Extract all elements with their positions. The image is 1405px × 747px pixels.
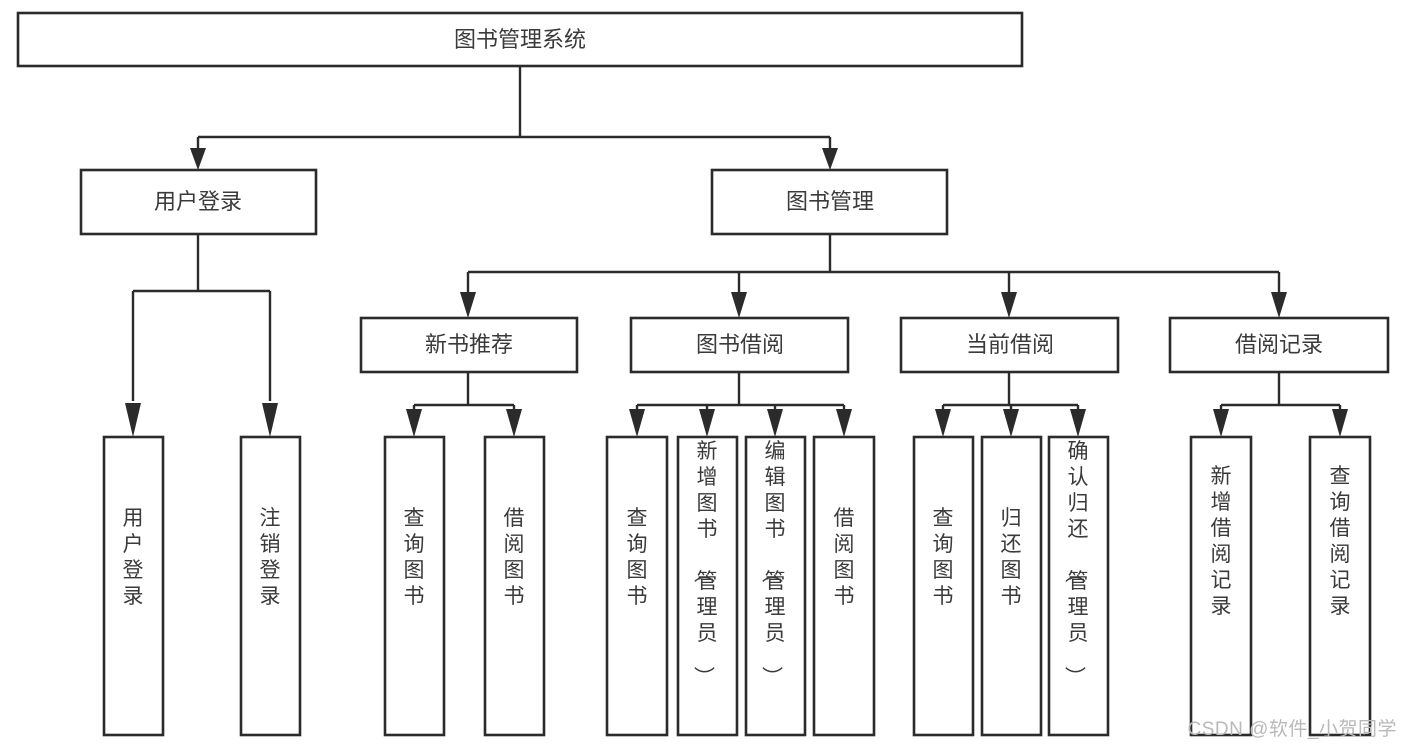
node-new-book-recommend-box[interactable] [359,316,579,374]
node-leaf-query-record-box[interactable] [1308,435,1372,737]
node-leaf-query-record-label: 查询借阅记录 [1330,465,1351,618]
node-leaf-return-book[interactable]: 归还图书 [980,435,1043,737]
node-leaf-query-book-2[interactable]: 查询图书 [605,435,669,737]
arrow-head-leaf-add-book [699,409,715,437]
node-book-manage[interactable]: 图书管理 [710,168,949,236]
node-leaf-confirm-return[interactable]: 确认归还（管理员） [1047,435,1110,737]
node-user-login[interactable]: 用户登录 [79,168,318,236]
node-leaf-logout-box[interactable] [239,435,302,737]
node-root-label: 图书管理系统 [454,27,586,52]
arrow-head-leaf-query-book-2 [629,409,645,437]
node-leaf-query-book-3-label: 查询图书 [933,507,954,608]
arrow-head-leaf-edit-book [767,409,783,437]
node-current-borrow-label: 当前借阅 [966,332,1054,357]
node-user-login-label: 用户登录 [154,189,242,214]
node-leaf-borrow-book-1[interactable]: 借阅图书 [483,435,546,737]
node-leaf-add-record-label: 新增借阅记录 [1211,465,1232,618]
node-leaf-query-book-2-label: 查询图书 [627,507,648,608]
node-leaf-return-book-box[interactable] [980,435,1043,737]
node-leaf-query-book-3-box[interactable] [912,435,975,737]
node-new-book-recommend[interactable]: 新书推荐 [359,316,579,374]
arrow-head-leaf-borrow-book-2 [836,409,852,437]
node-leaf-add-record[interactable]: 新增借阅记录 [1189,435,1253,737]
node-leaf-query-book-3[interactable]: 查询图书 [912,435,975,737]
connector-layer [125,66,1348,437]
node-leaf-edit-book[interactable]: 编辑图书（管理员） [744,435,807,737]
node-current-borrow-box[interactable] [899,316,1120,374]
arrow-head-borrow-record [1271,292,1287,318]
csdn-watermark: CSDN @软件_小贺同学 [1187,719,1397,740]
node-leaf-borrow-book-1-box[interactable] [483,435,546,737]
node-leaf-add-book[interactable]: 新增图书（管理员） [676,435,739,737]
node-leaf-user-login[interactable]: 用户登录 [102,435,165,737]
node-leaf-query-book-1-box[interactable] [383,435,446,737]
arrow-head-leaf-confirm-return [1070,409,1086,437]
node-leaf-query-record[interactable]: 查询借阅记录 [1308,435,1372,737]
node-book-borrow[interactable]: 图书借阅 [629,316,850,374]
node-leaf-return-book-label: 归还图书 [1001,507,1022,608]
node-leaf-borrow-book-2[interactable]: 借阅图书 [812,435,876,737]
node-leaf-confirm-return-label: 确认归还（管理员） [1063,440,1089,687]
node-leaf-query-book-2-box[interactable] [605,435,669,737]
arrow-head-leaf-borrow-book-1 [506,409,522,437]
arrow-head-leaf-query-book-3 [935,409,951,437]
node-book-borrow-box[interactable] [629,316,850,374]
arrow-head-book-manage [822,148,838,170]
arrow-head-leaf-query-book-1 [406,409,422,437]
node-borrow-record-label: 借阅记录 [1235,332,1323,357]
node-leaf-query-book-1[interactable]: 查询图书 [383,435,446,737]
node-leaf-borrow-book-2-box[interactable] [812,435,876,737]
arrow-head-leaf-return-book [1003,409,1019,437]
node-book-manage-label: 图书管理 [786,189,874,214]
node-leaf-logout-label: 注销登录 [260,507,281,608]
arrow-head-leaf-logout [262,403,278,437]
node-borrow-record-box[interactable] [1168,316,1390,374]
arrow-head-leaf-add-record [1213,409,1229,437]
arrow-head-user-login [190,148,206,170]
node-leaf-borrow-book-1-label: 借阅图书 [504,507,525,608]
arrow-head-book-borrow [731,292,747,318]
node-leaf-edit-book-label: 编辑图书（管理员） [760,440,786,687]
arrow-head-leaf-query-record [1332,409,1348,437]
arrow-head-current-borrow [1001,292,1017,318]
node-leaf-add-record-box[interactable] [1189,435,1253,737]
node-book-manage-box[interactable] [710,168,949,236]
node-book-borrow-label: 图书借阅 [696,332,784,357]
node-user-login-box[interactable] [79,168,318,236]
node-leaf-add-book-box[interactable] [676,435,739,737]
node-root[interactable]: 图书管理系统 [16,11,1024,68]
arrow-head-new-book-recommend [460,292,476,318]
node-leaf-user-login-label: 用户登录 [123,507,144,608]
node-leaf-logout[interactable]: 注销登录 [239,435,302,737]
node-root-box[interactable] [16,11,1024,68]
node-leaf-query-book-1-label: 查询图书 [404,507,425,608]
node-new-book-recommend-label: 新书推荐 [425,332,513,357]
node-leaf-borrow-book-2-label: 借阅图书 [834,507,855,608]
node-current-borrow[interactable]: 当前借阅 [899,316,1120,374]
node-leaf-add-book-label: 新增图书（管理员） [692,440,718,687]
node-borrow-record[interactable]: 借阅记录 [1168,316,1390,374]
arrow-head-leaf-user-login [125,403,141,437]
node-leaf-confirm-return-box[interactable] [1047,435,1110,737]
node-leaf-edit-book-box[interactable] [744,435,807,737]
node-leaf-user-login-box[interactable] [102,435,165,737]
